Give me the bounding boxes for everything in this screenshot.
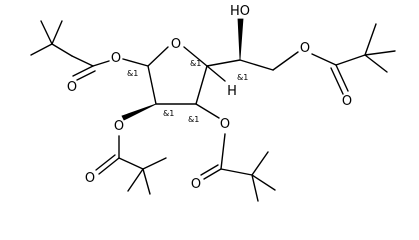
pivaloyl-c2: O O (85, 103, 167, 195)
stereo-label-c1: &1 (127, 69, 138, 78)
pivaloyl-c6: O O (272, 23, 396, 109)
furanose-ring: O (147, 37, 208, 105)
side-chain: HO (206, 4, 274, 71)
c6-ester-oxygen-label: O (300, 41, 310, 56)
c3-ester-oxygen-label: O (220, 117, 230, 132)
c1-ester-oxygen-label: O (111, 51, 121, 66)
pivaloyl-c3: O O (191, 103, 276, 202)
stereo-label-c2: &1 (163, 109, 174, 118)
stereo-label-c4: &1 (190, 59, 201, 68)
stereo-label-c3: &1 (188, 115, 199, 124)
c4-hydrogen: H (206, 65, 237, 99)
c1-carbonyl-oxygen-label: O (67, 80, 77, 95)
c3-carbonyl-oxygen-label: O (191, 177, 201, 192)
chemical-structure: O O O O O O O (30, 4, 396, 202)
c2-ester-oxygen-label: O (114, 119, 124, 134)
c6-carbonyl-oxygen-label: O (342, 94, 352, 109)
stereo-labels: &1 &1 &1 &1 &1 (127, 59, 248, 124)
pivaloyl-c1: O O (30, 20, 149, 95)
c2-carbonyl-oxygen-label: O (85, 171, 95, 186)
stereo-label-c5: &1 (237, 73, 248, 82)
hydroxyl-label: HO (230, 4, 250, 19)
ring-oxygen-label: O (171, 37, 181, 52)
hydrogen-label: H (227, 84, 237, 99)
